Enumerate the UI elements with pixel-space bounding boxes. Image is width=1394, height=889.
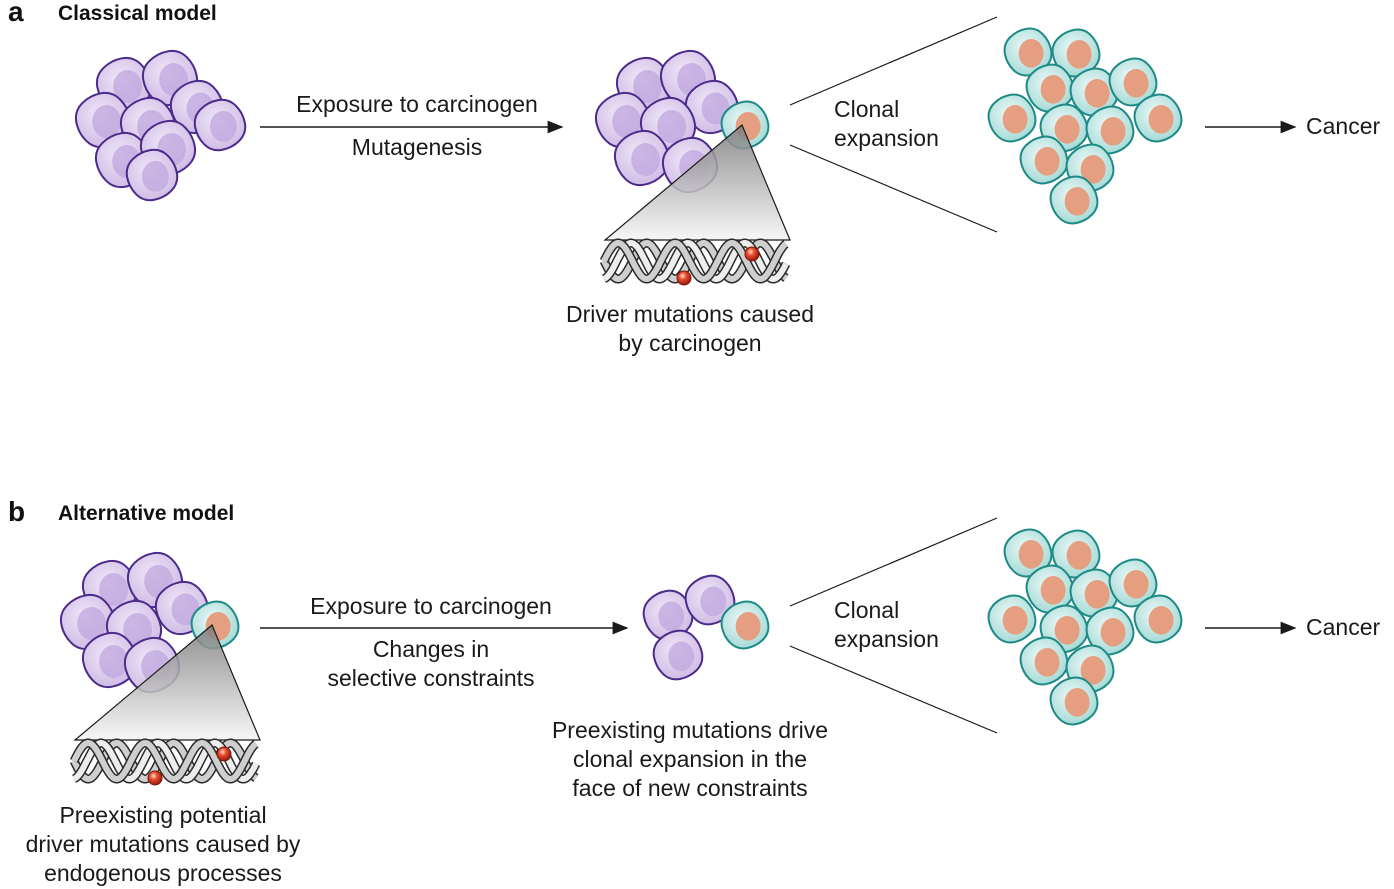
magnification-cone-a — [603, 124, 791, 241]
panel-b-dna-caption-line1: Preexisting potential — [59, 802, 267, 828]
panel-b-arrow-label-top: Exposure to carcinogen — [310, 593, 552, 619]
dna-helix-a — [599, 238, 791, 286]
panel-b-dna-caption-line3: endogenous processes — [44, 860, 282, 886]
panel-b-clonal-line2: expansion — [834, 626, 939, 652]
normal-cell-cluster-a-start — [74, 49, 247, 202]
panel-a-arrow-label-top: Exposure to carcinogen — [296, 91, 538, 117]
panel-b-title: Alternative model — [58, 502, 235, 525]
panel-b-mid-caption-line2: clonal expansion in the — [573, 746, 807, 772]
panel-a-title: Classical model — [58, 2, 217, 25]
mutant-cell — [1069, 67, 1119, 117]
magnification-cone-b — [73, 624, 261, 741]
clonal-tumor-b — [987, 528, 1183, 726]
normal-cell — [193, 98, 247, 152]
mutant-cell — [1025, 564, 1075, 614]
panel-b-arrow-label-mid1: Changes in — [372, 636, 490, 662]
panel-b-dna-caption-line2: driver mutations caused by — [25, 831, 301, 857]
mutant-cell — [1049, 175, 1099, 225]
panel-b-letter: b — [8, 496, 26, 527]
mutant-cell — [1025, 63, 1075, 113]
mutant-cell — [1051, 529, 1101, 579]
mutant-cell — [720, 600, 770, 650]
mutant-cell — [1133, 594, 1183, 644]
mutant-cell — [987, 594, 1037, 644]
dna-strand — [71, 739, 258, 783]
mutation-dot — [147, 770, 163, 786]
normal-cell — [125, 148, 179, 202]
panel-a-cancer-label: Cancer — [1306, 113, 1381, 139]
normal-cell — [81, 631, 139, 689]
panel-a-dna-caption-line2: by carcinogen — [618, 330, 762, 356]
mutant-cell — [1019, 636, 1069, 686]
mutant-cell — [1019, 135, 1069, 185]
expansion-line-lower-b — [789, 645, 998, 734]
panel-b-arrow-label-mid2: selective constraints — [327, 665, 535, 691]
normal-cell — [684, 574, 736, 626]
expansion-line-upper-b — [789, 517, 998, 607]
panel-a-letter: a — [8, 0, 24, 27]
dna-helix-b — [69, 738, 261, 786]
dna-strand — [601, 239, 788, 283]
expansion-line-lower-a — [789, 144, 998, 233]
panel-a-dna-caption-line1: Driver mutations caused — [566, 301, 814, 327]
normal-cell — [652, 629, 704, 681]
mutant-cell — [1085, 606, 1135, 656]
mutation-dot — [216, 746, 232, 762]
panel-a-clonal-line2: expansion — [834, 125, 939, 151]
panel-b-cancer-label: Cancer — [1306, 614, 1381, 640]
mutant-cell — [1051, 28, 1101, 78]
mutant-cell — [1085, 105, 1135, 155]
mutation-dot — [744, 246, 760, 262]
normal-cell — [613, 129, 671, 187]
mutant-cell — [987, 93, 1037, 143]
panel-b-mid-caption-line1: Preexisting mutations drive — [551, 717, 829, 743]
mutation-dot — [676, 270, 692, 286]
mutant-cell — [1049, 676, 1099, 726]
mutant-cell — [1133, 93, 1183, 143]
expansion-line-upper-a — [789, 16, 998, 106]
panel-b-clonal-line1: Clonal — [834, 597, 900, 623]
small-cell-cluster-b — [642, 574, 770, 681]
panel-a-arrow-label-bottom: Mutagenesis — [351, 134, 483, 160]
clonal-tumor-a — [987, 27, 1183, 225]
mutant-cell — [1108, 57, 1158, 107]
panel-a-clonal-line1: Clonal — [834, 96, 900, 122]
panel-b-mid-caption-line3: face of new constraints — [572, 775, 808, 801]
